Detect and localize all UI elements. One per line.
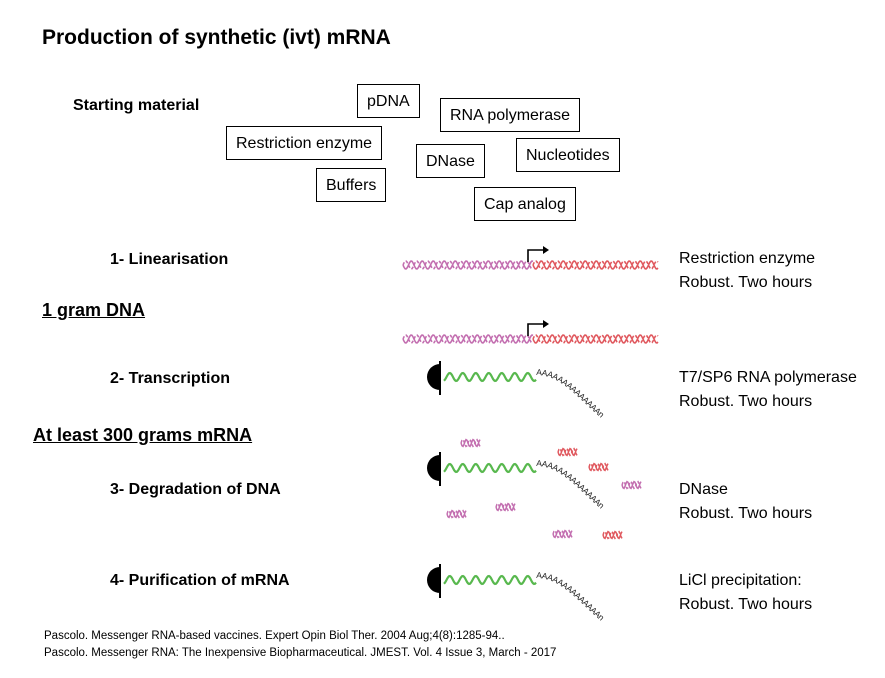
fragment-pink-2-strand-a [621,480,642,490]
dna-pink-segment-strand-b [402,334,534,344]
step-4-notes: LiCl precipitation: Robust. Two hours [679,569,812,617]
fragment-red-2-strand-b [588,462,609,472]
promoter-arrow-head [543,320,549,328]
fragment-red-2-strand-a [588,462,609,472]
fragment-pink-3-strand-b [446,509,467,519]
material-dnase: DNase [416,144,485,178]
purified-mrna: AAAAAAAAAAAAAAn [426,564,607,623]
fragment-pink-5-strand-a [552,529,573,539]
material-nucleotides: Nucleotides [516,138,620,172]
linear-dna-strand [402,320,659,344]
fragment-pink-4-strand-b [495,502,516,512]
mrna-transcript: AAAAAAAAAAAAAAn [426,361,607,420]
dna-red-segment-strand-b [532,260,659,270]
fragment-pink-4-strand-a [495,502,516,512]
step-2-label: 2- Transcription [110,370,231,387]
fragment-red-3-strand-a [602,530,623,540]
poly-a-tail-text: AAAAAAAAAAAAAAn [536,367,607,420]
step-3-notes: DNase Robust. Two hours [679,478,812,526]
step-2-note-reagent: T7/SP6 RNA polymerase [679,369,857,386]
promoter-arrow-line [527,323,543,336]
dna-fragments [446,438,642,540]
dna-amount-label: 1 gram DNA [42,300,146,320]
reference-1: Pascolo. Messenger RNA-based vaccines. E… [44,630,505,642]
plasmid-dna-strand [402,246,659,270]
step-1-label: 1- Linearisation [110,251,229,268]
fragment-pink-3-strand-a [446,509,467,519]
poly-a-tail: AAAAAAAAAAAAAAn [536,570,607,623]
step-4-label: 4- Purification of mRNA [110,572,290,589]
fragment-pink-2-strand-b [621,480,642,490]
material-pdna: pDNA [357,84,420,118]
fragment-red-1-strand-b [557,447,578,457]
fragment-pink-1-strand-b [460,438,481,448]
mrna-coding-strand [443,462,537,474]
step-2-note-duration: Robust. Two hours [679,393,813,410]
poly-a-tail: AAAAAAAAAAAAAAn [536,367,607,420]
promoter-arrow-line [527,249,543,262]
material-restriction-enzyme: Restriction enzyme [226,126,383,160]
mrna-coding-strand [443,371,537,383]
promoter-arrow-head [543,246,549,254]
page-title: Production of synthetic (ivt) mRNA [42,26,391,49]
fragment-pink-5-strand-b [552,529,573,539]
material-rna-polymerase: RNA polymerase [440,98,581,132]
reference-2: Pascolo. Messenger RNA: The Inexpensive … [44,647,557,659]
step-3-note-reagent: DNase [679,481,728,498]
dna-red-segment-strand-a [532,260,659,270]
cap-shape [426,364,440,390]
step-3-label: 3- Degradation of DNA [110,481,281,498]
step-1-note-reagent: Restriction enzyme [679,250,816,267]
fragment-red-3-strand-b [602,530,623,540]
cap-shape [426,455,440,481]
dna-red-segment-strand-b [532,334,659,344]
step-4-note-reagent: LiCl precipitation: [679,572,802,589]
mrna-coding-strand [443,574,537,586]
mrna-amount-label: At least 300 grams mRNA [33,425,253,445]
mrna-with-dna-fragments: AAAAAAAAAAAAAAn [426,452,607,511]
step-3-note-duration: Robust. Two hours [679,505,813,522]
poly-a-tail-text: AAAAAAAAAAAAAAn [536,570,607,623]
fragment-pink-1-strand-a [460,438,481,448]
step-1-notes: Restriction enzyme Robust. Two hours [679,247,815,295]
step-2-notes: T7/SP6 RNA polymerase Robust. Two hours [679,366,857,414]
fragment-red-1-strand-a [557,447,578,457]
references: Pascolo. Messenger RNA-based vaccines. E… [44,628,556,662]
dna-red-segment-strand-a [532,334,659,344]
step-1-note-duration: Robust. Two hours [679,274,813,291]
material-cap-analog: Cap analog [474,187,576,221]
material-buffers: Buffers [316,168,387,202]
dna-pink-segment-strand-b [402,260,534,270]
starting-material-label: Starting material [73,97,200,114]
cap-shape [426,567,440,593]
step-4-note-duration: Robust. Two hours [679,596,813,613]
